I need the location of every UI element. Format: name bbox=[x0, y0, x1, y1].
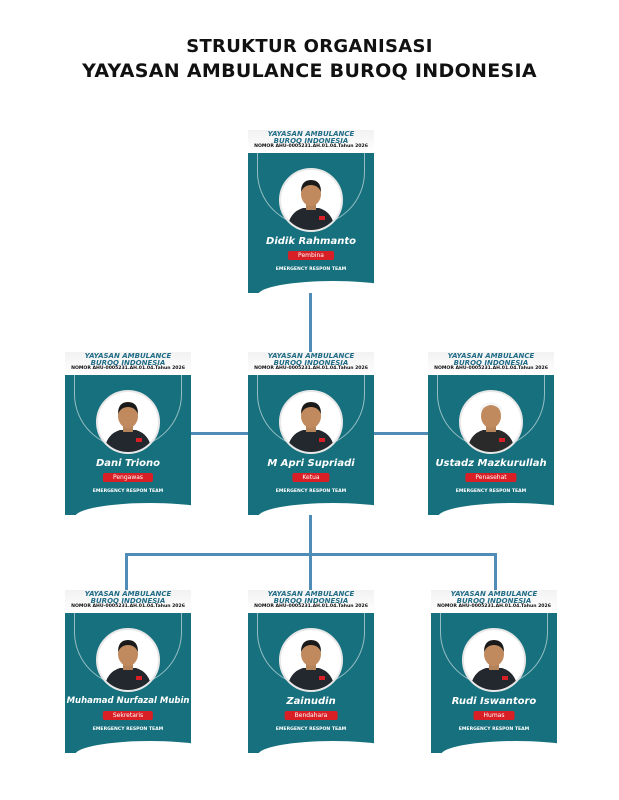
member-role-badge: Ketua bbox=[292, 473, 330, 482]
card-footer-wave bbox=[75, 503, 191, 515]
card-team-label: EMERGENCY RESPON TEAM bbox=[275, 727, 347, 732]
member-role-badge: Sekretaris bbox=[102, 711, 154, 720]
connector-ketua-down bbox=[309, 515, 312, 555]
card-team-label: EMERGENCY RESPON TEAM bbox=[92, 727, 164, 732]
card-org-name: YAYASAN AMBULANCE BUROQ INDONESIA bbox=[84, 352, 172, 367]
member-photo bbox=[279, 168, 343, 232]
person-photo-icon bbox=[104, 640, 152, 690]
member-role-badge: Humas bbox=[473, 711, 515, 720]
member-name: Zainudin bbox=[286, 696, 336, 707]
card-org-name: YAYASAN AMBULANCE BUROQ INDONESIA bbox=[447, 352, 535, 367]
card-org-name: YAYASAN AMBULANCE BUROQ INDONESIA bbox=[267, 130, 355, 145]
card-registration-number: NOMOR AHU-0005231.AH.01.04.Tahun 2026 bbox=[71, 366, 185, 371]
card-team-label: EMERGENCY RESPON TEAM bbox=[275, 489, 347, 494]
card-team-label: EMERGENCY RESPON TEAM bbox=[92, 489, 164, 494]
connector-pembina-ketua bbox=[309, 290, 312, 355]
member-photo bbox=[459, 390, 523, 454]
member-name: Didik Rahmanto bbox=[266, 236, 356, 247]
card-registration-number: NOMOR AHU-0005231.AH.01.04.Tahun 2026 bbox=[437, 604, 551, 609]
member-photo bbox=[279, 628, 343, 692]
member-photo bbox=[96, 390, 160, 454]
person-photo-icon bbox=[287, 640, 335, 690]
card-org-name: YAYASAN AMBULANCE BUROQ INDONESIA bbox=[267, 590, 355, 605]
card-org-name: YAYASAN AMBULANCE BUROQ INDONESIA bbox=[267, 352, 355, 367]
person-photo-icon bbox=[467, 402, 515, 452]
card-registration-number: NOMOR AHU-0005231.AH.01.04.Tahun 2026 bbox=[254, 366, 368, 371]
card-footer-wave bbox=[438, 503, 554, 515]
member-photo bbox=[279, 390, 343, 454]
card-team-label: EMERGENCY RESPON TEAM bbox=[455, 489, 527, 494]
member-name: M Apri Supriadi bbox=[267, 458, 355, 469]
card-team-label: EMERGENCY RESPON TEAM bbox=[458, 727, 530, 732]
card-footer-wave bbox=[441, 741, 557, 753]
connector-pengawas-ketua bbox=[190, 432, 250, 435]
card-footer-wave bbox=[258, 741, 374, 753]
member-name: Muhamad Nurfazal Mubin bbox=[66, 696, 190, 706]
card-registration-number: NOMOR AHU-0005231.AH.01.04.Tahun 2026 bbox=[71, 604, 185, 609]
card-registration-number: NOMOR AHU-0005231.AH.01.04.Tahun 2026 bbox=[254, 604, 368, 609]
card-org-name: YAYASAN AMBULANCE BUROQ INDONESIA bbox=[84, 590, 172, 605]
person-photo-icon bbox=[470, 640, 518, 690]
member-name: Ustadz Mazkurullah bbox=[435, 458, 547, 469]
chart-subtitle: YAYASAN AMBULANCE BUROQ INDONESIA bbox=[82, 60, 537, 82]
person-photo-icon bbox=[287, 180, 335, 230]
card-footer-wave bbox=[258, 281, 374, 293]
card-org-name: YAYASAN AMBULANCE BUROQ INDONESIA bbox=[450, 590, 538, 605]
person-photo-icon bbox=[104, 402, 152, 452]
connector-to-sekretaris bbox=[125, 553, 128, 593]
person-photo-icon bbox=[287, 402, 335, 452]
chart-title: STRUKTUR ORGANISASI bbox=[186, 36, 433, 57]
card-registration-number: NOMOR AHU-0005231.AH.01.04.Tahun 2026 bbox=[434, 366, 548, 371]
connector-ketua-penasehat bbox=[371, 432, 429, 435]
member-role-badge: Pengawas bbox=[102, 473, 154, 482]
member-role-badge: Pembina bbox=[288, 251, 334, 260]
member-name: Rudi Iswantoro bbox=[451, 696, 537, 707]
connector-bottom-horizontal bbox=[125, 553, 497, 556]
card-footer-wave bbox=[75, 741, 191, 753]
connector-to-humas bbox=[494, 553, 497, 593]
member-role-badge: Bendahara bbox=[284, 711, 338, 720]
card-registration-number: NOMOR AHU-0005231.AH.01.04.Tahun 2026 bbox=[254, 144, 368, 149]
member-name: Dani Triono bbox=[95, 458, 161, 469]
member-photo bbox=[96, 628, 160, 692]
card-footer-wave bbox=[258, 503, 374, 515]
member-photo bbox=[462, 628, 526, 692]
connector-to-bendahara bbox=[309, 555, 312, 593]
card-team-label: EMERGENCY RESPON TEAM bbox=[275, 267, 347, 272]
member-role-badge: Penasehat bbox=[465, 473, 517, 482]
